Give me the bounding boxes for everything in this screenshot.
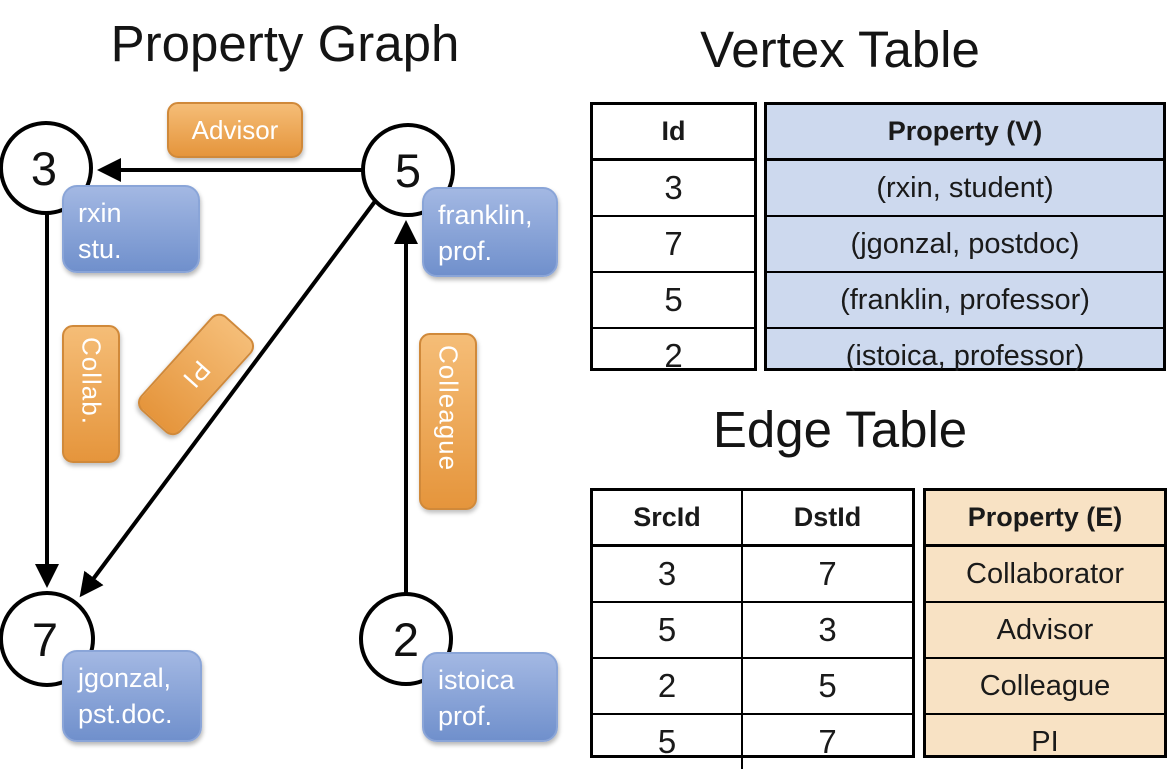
node-2-properties: istoica prof.: [422, 652, 558, 742]
table-row: 2: [593, 327, 754, 383]
edge-label-advisor: Advisor: [167, 102, 303, 158]
edge-pi-5-to-7: [79, 198, 378, 598]
node-7-prop-line2: pst.doc.: [78, 698, 173, 729]
edge-dst-cell: 3: [741, 603, 912, 657]
table-row: 3 7: [593, 545, 912, 601]
table-row: Colleague: [926, 657, 1164, 713]
vertex-col-property: Property (V): [887, 116, 1043, 146]
edge-label-colleague: Colleague: [419, 333, 477, 510]
vertex-property-cell: (jgonzal, postdoc): [850, 227, 1080, 260]
table-row: (rxin, student): [767, 159, 1163, 215]
table-row: 2 5: [593, 657, 912, 713]
vertex-property-cell: (rxin, student): [876, 171, 1054, 204]
table-row: 3: [593, 159, 754, 215]
vertex-col-id: Id: [661, 116, 686, 146]
edge-label-collab: Collab.: [62, 325, 120, 463]
table-row: 5: [593, 271, 754, 327]
edge-src-cell: 2: [657, 667, 677, 704]
table-row: (istoica, professor): [767, 327, 1163, 383]
edge-table-title: Edge Table: [712, 401, 968, 458]
node-7-properties: jgonzal, pst.doc.: [62, 650, 202, 742]
node-7-prop-line1: jgonzal,: [78, 663, 172, 693]
table-row: Collaborator: [926, 545, 1164, 601]
vertex-table-id-column: Id 3 7 5 2: [590, 102, 757, 374]
edge-src-cell: 5: [657, 611, 677, 648]
node-3-prop-line2: stu.: [78, 233, 122, 264]
edge-table-id-columns: SrcId DstId 3 7 5 3 2 5 5 7: [590, 488, 915, 769]
node-5-prop-line2: prof.: [438, 235, 493, 266]
table-row: 7: [593, 215, 754, 271]
edge-col-dstid: DstId: [741, 491, 912, 544]
node-3-properties: rxin stu.: [62, 185, 200, 273]
node-7-id: 7: [31, 612, 59, 666]
node-5-id: 5: [394, 143, 422, 197]
node-5-prop-line1: franklin,: [438, 200, 533, 230]
property-graph-title: Property Graph: [110, 15, 460, 72]
edge-property-cell: PI: [1031, 725, 1059, 758]
table-row: (jgonzal, postdoc): [767, 215, 1163, 271]
table-row: 5 3: [593, 601, 912, 657]
vertex-id-cell: 3: [664, 169, 683, 206]
edge-dst-cell: 5: [741, 659, 912, 713]
node-2-id: 2: [392, 612, 420, 666]
edge-table-property-column: Property (E) Collaborator Advisor Collea…: [923, 488, 1167, 758]
table-row: 5 7: [593, 713, 912, 769]
edge-property-cell: Advisor: [996, 613, 1094, 646]
table-row: PI: [926, 713, 1164, 769]
edge-src-cell: 5: [657, 723, 677, 760]
vertex-id-cell: 2: [664, 337, 683, 374]
edge-src-cell: 3: [657, 555, 677, 592]
node-3-id: 3: [30, 141, 58, 195]
vertex-table-title: Vertex Table: [700, 21, 980, 78]
vertex-id-cell: 5: [664, 281, 683, 318]
node-5-properties: franklin, prof.: [422, 187, 558, 277]
edge-property-cell: Colleague: [979, 669, 1111, 702]
vertex-table-property-column: Property (V) (rxin, student) (jgonzal, p…: [764, 102, 1166, 372]
edge-dst-cell: 7: [741, 547, 912, 601]
edge-col-property: Property (E): [967, 502, 1123, 532]
edge-property-cell: Collaborator: [966, 557, 1124, 590]
table-row: Advisor: [926, 601, 1164, 657]
node-3-prop-line1: rxin: [78, 198, 122, 228]
vertex-property-cell: (istoica, professor): [845, 339, 1085, 372]
node-2-prop-line1: istoica: [438, 665, 515, 695]
table-row: (franklin, professor): [767, 271, 1163, 327]
vertex-property-cell: (franklin, professor): [840, 283, 1090, 316]
edge-col-srcid: SrcId: [633, 502, 701, 532]
vertex-id-cell: 7: [664, 225, 683, 262]
node-2-prop-line2: prof.: [438, 700, 493, 731]
edge-dst-cell: 7: [741, 715, 912, 769]
